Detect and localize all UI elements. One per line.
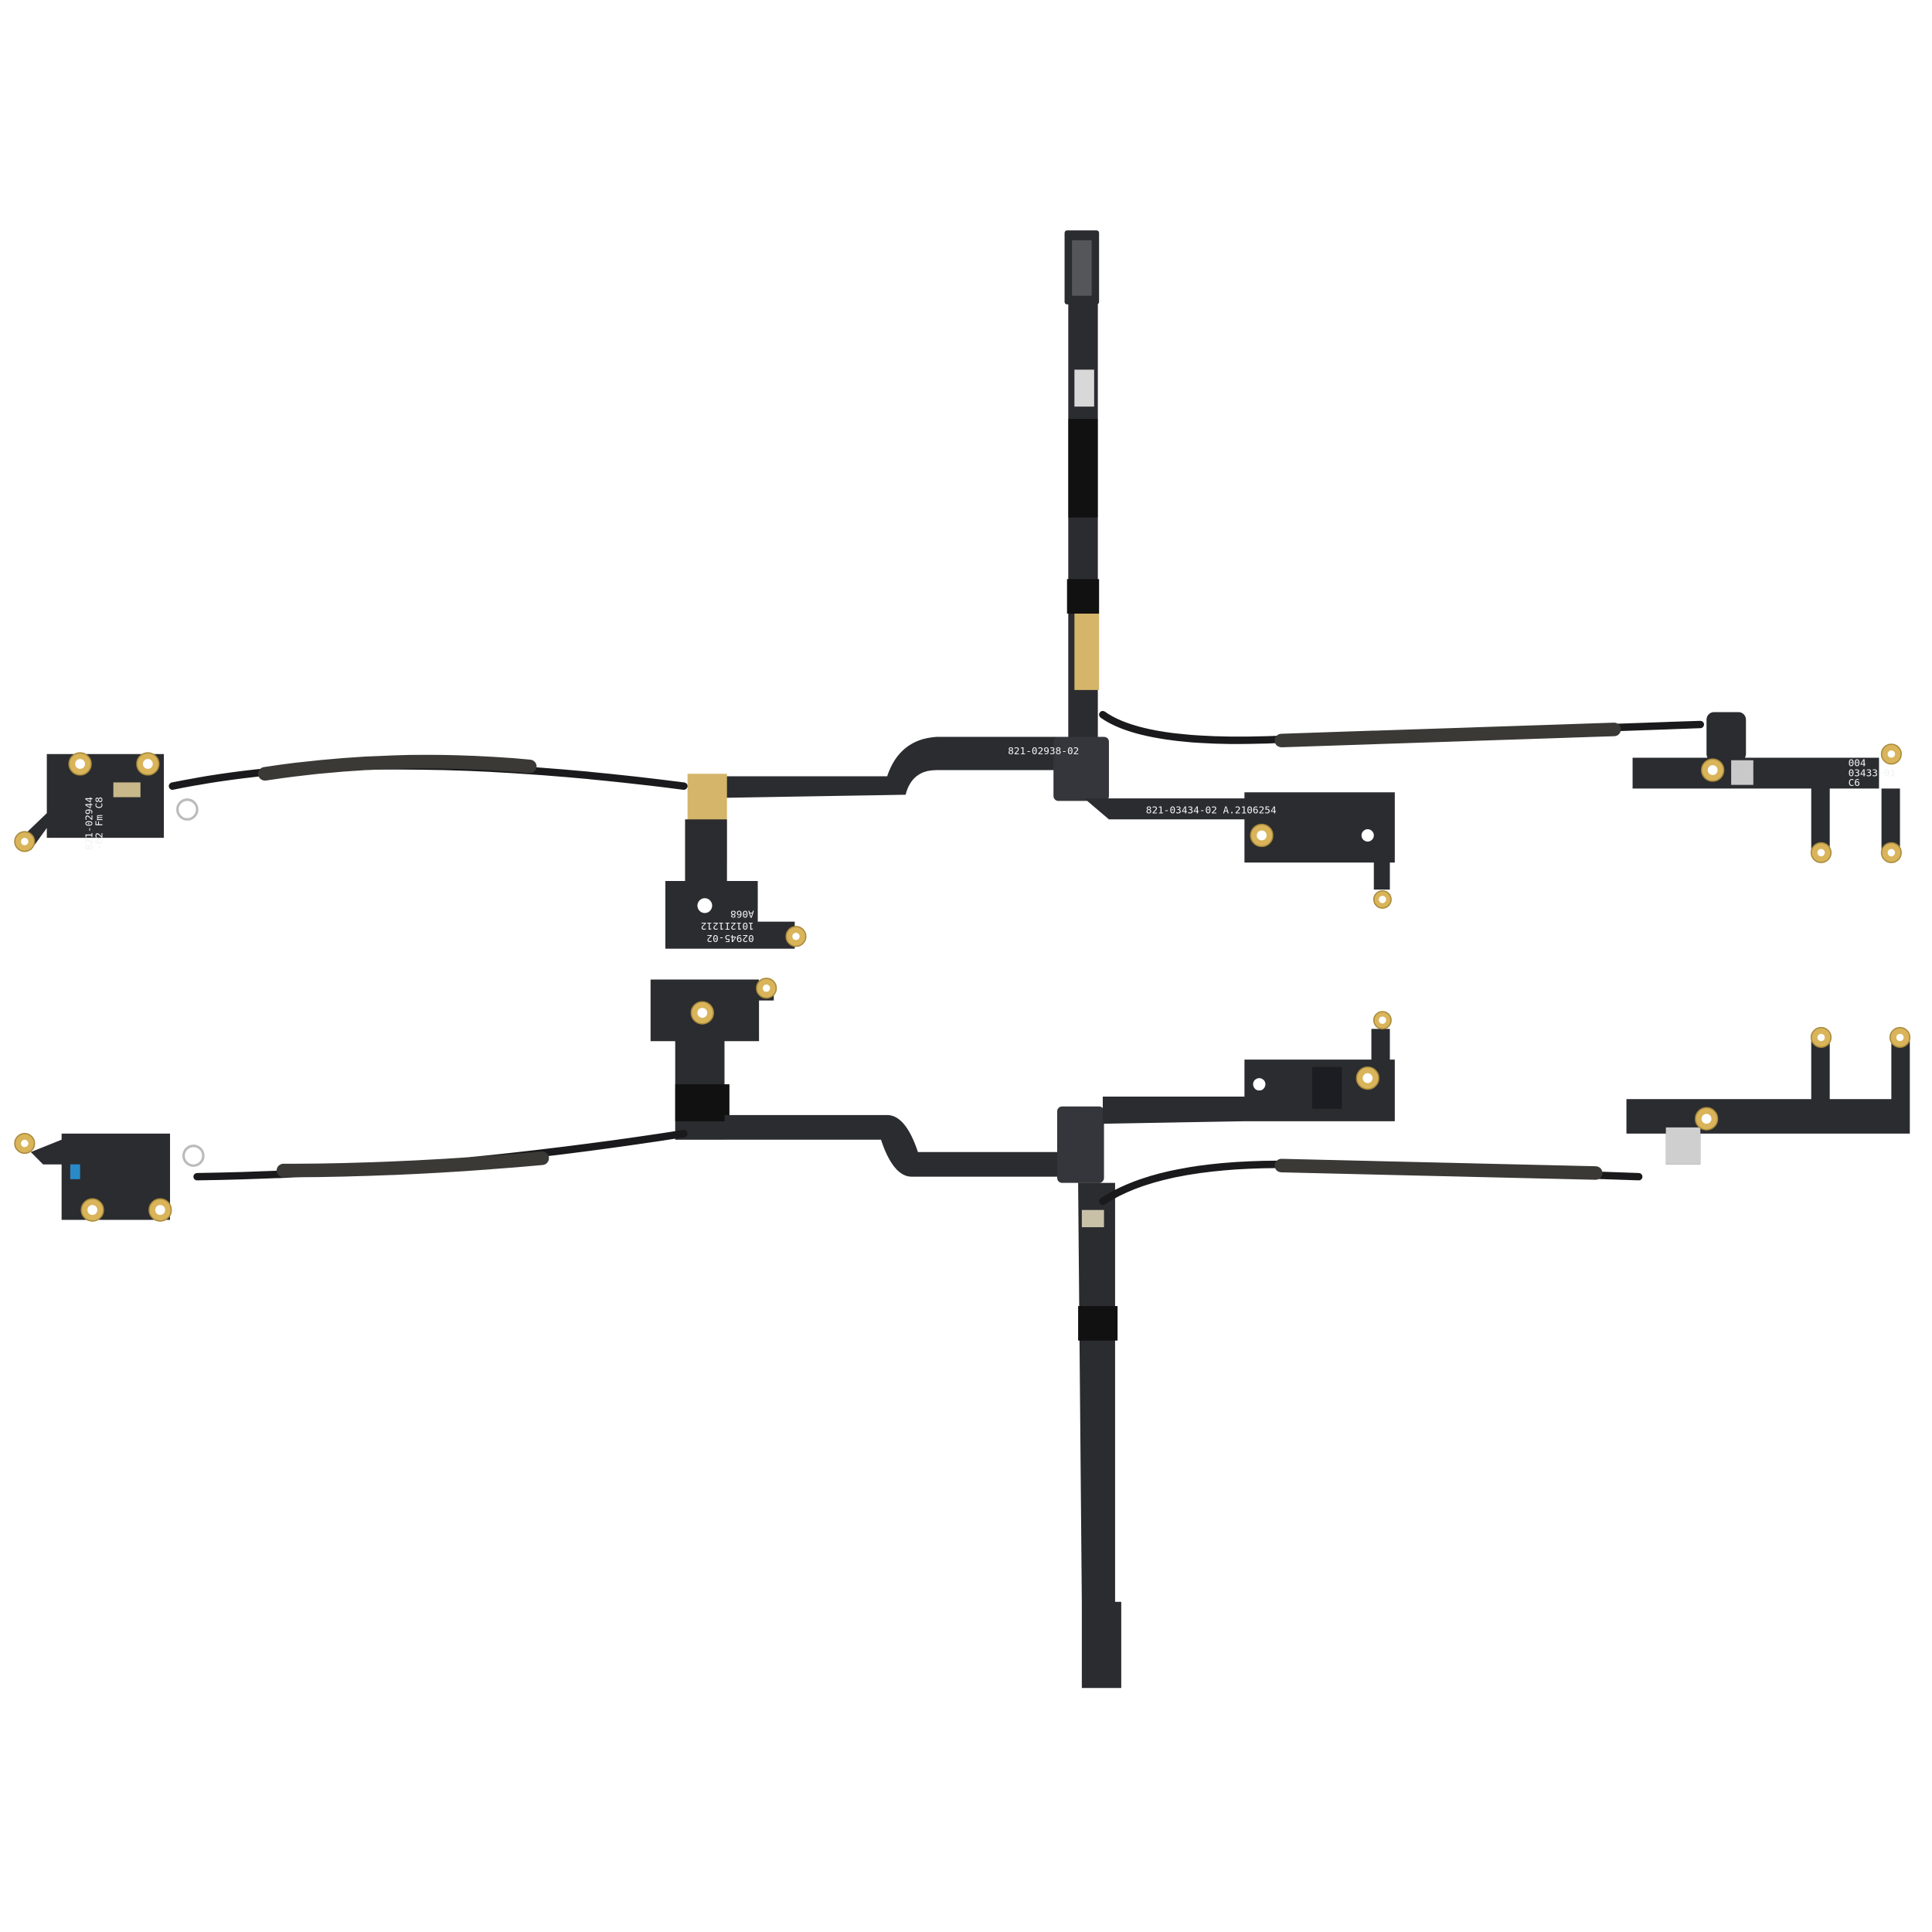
left-antenna-pad — [18, 753, 165, 851]
ground-ring — [182, 1145, 205, 1167]
tape — [1078, 1306, 1118, 1341]
tape — [1068, 419, 1098, 518]
horizontal-flex — [689, 736, 1073, 799]
cable-sleeve — [276, 1151, 549, 1178]
coax-cable — [1099, 710, 1705, 744]
right-branch-flex — [1102, 1029, 1395, 1124]
barcode-label — [1074, 369, 1094, 407]
part-number-label: 02945-02 — [706, 932, 753, 944]
part-number-label: 821-03434-02 A.2106254 — [1146, 804, 1277, 816]
part-number-label: 821-02938-02 — [1008, 746, 1079, 757]
mount-hole — [1361, 829, 1374, 842]
coax-connector — [113, 782, 141, 798]
part-number-label: 1012I1212 — [701, 920, 754, 931]
cable-sleeve — [1274, 723, 1621, 747]
coax-cable — [168, 762, 688, 791]
junction-block — [1053, 736, 1109, 801]
center-pad — [665, 880, 795, 949]
ground-ring — [175, 798, 199, 821]
horizontal-flex — [724, 1114, 1060, 1177]
junction-block — [1056, 1106, 1104, 1183]
part-number-label: A068 — [730, 907, 754, 919]
cable-sleeve — [1274, 1158, 1603, 1180]
vertical-flex-strip — [1078, 1182, 1121, 1689]
coax-cable — [1099, 1160, 1643, 1206]
connector-pins — [1072, 240, 1092, 296]
tape — [1066, 579, 1100, 614]
part-number-label: -02 Fm C8 — [94, 797, 105, 850]
right-antenna-pad — [1632, 757, 1900, 851]
left-antenna-pad — [30, 1133, 171, 1220]
part-number-label: C6 — [1849, 777, 1860, 789]
top-flex-assembly: 821-02938-02 821-03434-02 A.2106254 0294… — [14, 230, 1902, 949]
part-number-label: 821-02944 — [84, 797, 96, 850]
coax-connector — [1081, 1209, 1104, 1228]
part-number-label: 03433-01 — [1849, 767, 1896, 779]
gold-stiffener — [1074, 614, 1100, 690]
bottom-flex-assembly — [14, 978, 1911, 1689]
right-branch-flex — [1084, 792, 1395, 890]
part-number-label: 004 — [1849, 758, 1866, 770]
cable-sleeve — [258, 754, 537, 781]
